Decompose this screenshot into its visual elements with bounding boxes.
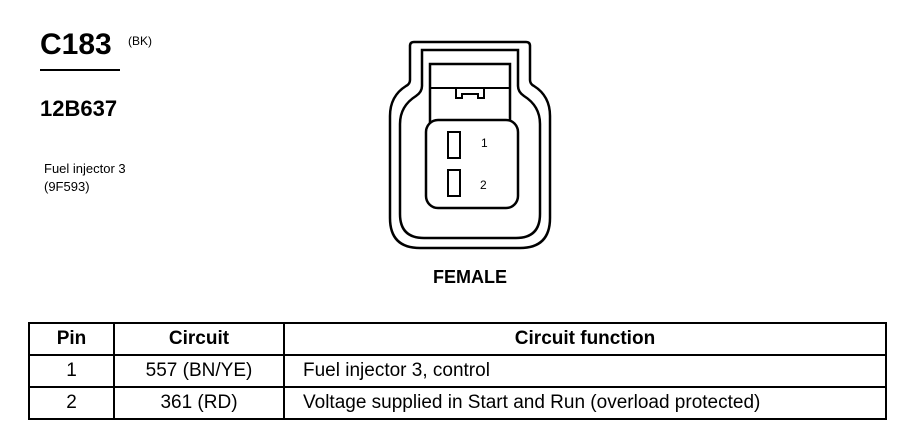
pin-table: Pin Circuit Circuit function 1 557 (BN/Y… [28,322,887,420]
connector-terminal-body [424,118,520,210]
header-circuit: Circuit [113,322,285,356]
cell-circuit-function: Voltage supplied in Start and Run (overl… [283,386,887,420]
description-line-1: Fuel injector 3 [44,161,126,176]
pin-label-2: 2 [480,178,487,192]
connector-inner-housing [398,48,542,240]
description-line-2: (9F593) [44,179,90,194]
cell-circuit: 361 (RD) [113,386,285,420]
pin-cavity-1 [447,131,461,159]
part-number: 12B637 [40,96,118,121]
table-header-row: Pin Circuit Circuit function [28,322,887,356]
connector-id: C183 [40,28,112,61]
table-row: 1 557 (BN/YE) Fuel injector 3, control [28,354,887,388]
connector-view-label: FEMALE [433,267,507,287]
cell-circuit-function: Fuel injector 3, control [283,354,887,388]
pin-cavity-2 [447,169,461,197]
header-circuit-function: Circuit function [283,322,887,356]
connector-color-code: (BK) [128,34,152,48]
header-pin: Pin [28,322,115,356]
cell-circuit: 557 (BN/YE) [113,354,285,388]
connector-outer-housing [388,40,552,250]
pin-label-1: 1 [481,136,488,150]
connector-id-underline [40,69,120,71]
connector-description: Fuel injector 3 (9F593) [44,160,126,196]
connector-locking-tab-notch [455,88,485,99]
cell-pin: 1 [28,354,115,388]
cell-pin: 2 [28,386,115,420]
table-row: 2 361 (RD) Voltage supplied in Start and… [28,386,887,420]
connector-face-drawing [388,40,552,250]
